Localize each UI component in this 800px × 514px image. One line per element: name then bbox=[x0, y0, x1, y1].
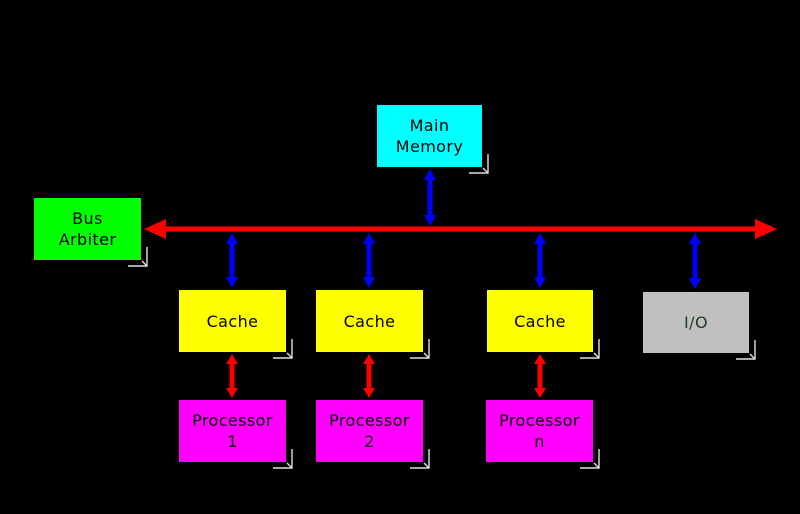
link-cache-processor-2-arrow bbox=[363, 354, 375, 398]
bus-arbiter-label-line2: Arbiter bbox=[58, 230, 117, 249]
processor-2-label-line2: 2 bbox=[364, 432, 375, 451]
link-bus-cache-3-arrow bbox=[534, 233, 546, 288]
cache-1-node: Cache bbox=[178, 289, 287, 353]
processor-2-label-line1: Processor bbox=[329, 411, 410, 430]
main-memory-node: Main Memory bbox=[376, 104, 483, 168]
bus-arbiter-label-line1: Bus bbox=[72, 209, 103, 228]
link-bus-io-arrow bbox=[689, 233, 701, 289]
cache-1-label: Cache bbox=[206, 311, 259, 331]
cache-3-node: Cache bbox=[486, 289, 594, 353]
system-bus-arrow bbox=[144, 219, 777, 239]
processor-n-node: Processor n bbox=[485, 399, 594, 463]
io-node: I/O bbox=[642, 291, 750, 354]
link-memory-bus-arrow bbox=[424, 169, 436, 226]
processor-1-node: Processor 1 bbox=[178, 399, 287, 463]
processor-1-label-line1: Processor bbox=[192, 411, 273, 430]
link-bus-cache-2-arrow bbox=[363, 233, 375, 288]
processor-n-label-line2: n bbox=[534, 432, 545, 451]
link-cache-processor-n-arrow bbox=[534, 354, 546, 398]
bus-arbiter-node: Bus Arbiter bbox=[33, 197, 142, 261]
main-memory-label-line2: Memory bbox=[395, 137, 464, 156]
cache-2-label: Cache bbox=[343, 311, 396, 331]
main-memory-label-line1: Main bbox=[409, 116, 450, 135]
link-cache-processor-1-arrow bbox=[226, 354, 238, 398]
io-label: I/O bbox=[684, 313, 708, 332]
link-bus-cache-1-arrow bbox=[226, 233, 238, 288]
processor-1-label-line2: 1 bbox=[227, 432, 238, 451]
processor-2-node: Processor 2 bbox=[315, 399, 424, 463]
cache-3-label: Cache bbox=[514, 311, 566, 331]
cache-2-node: Cache bbox=[315, 289, 424, 353]
processor-n-label-line1: Processor bbox=[499, 411, 580, 430]
